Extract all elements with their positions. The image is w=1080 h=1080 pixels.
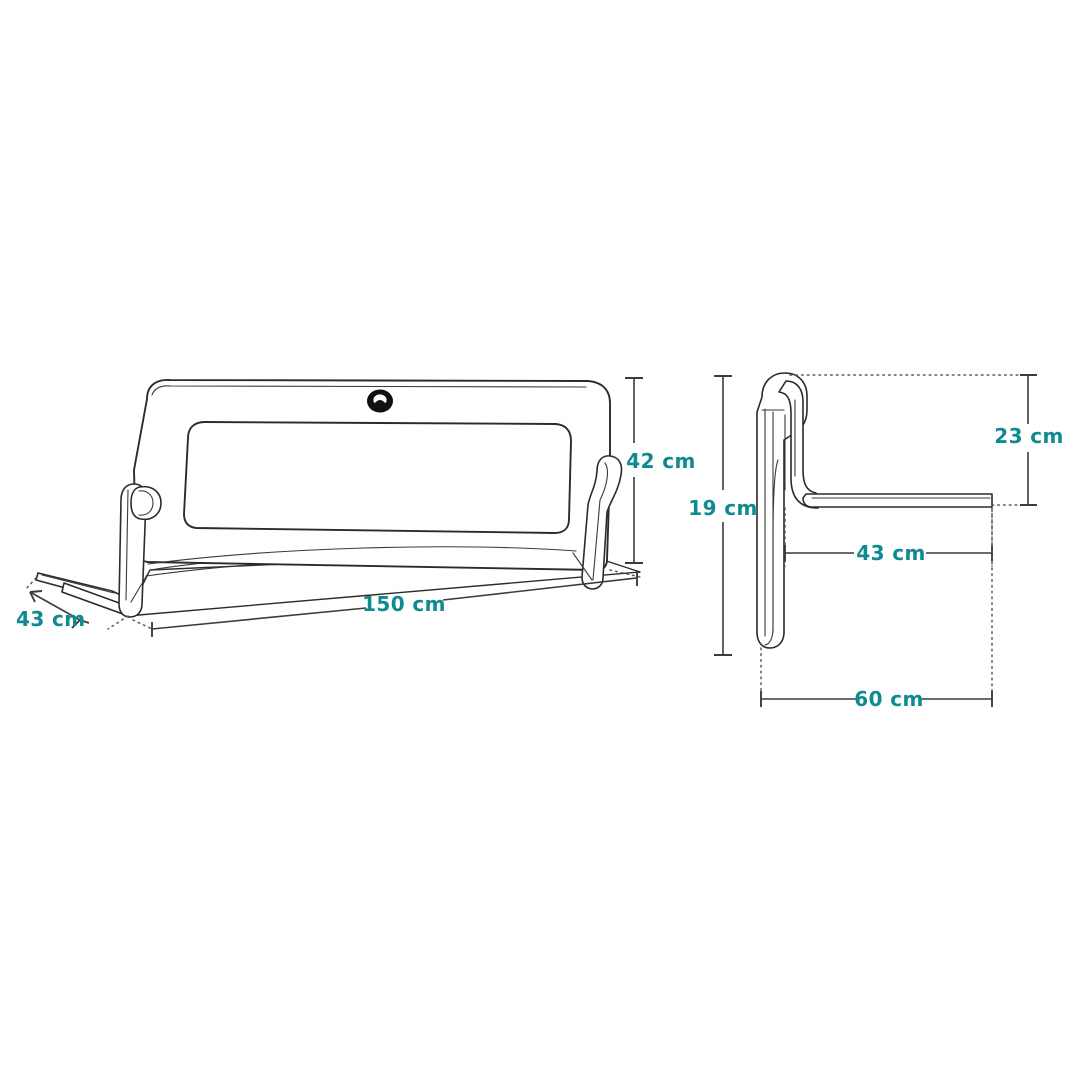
dimension-side-total-depth: 60 cm (760, 509, 993, 711)
side-profile-view: 19 cm 23 cm 43 cm (688, 372, 1064, 711)
grommet-hole (367, 389, 393, 413)
front-perspective-view: 42 cm 150 cm 43 cm (16, 377, 696, 637)
dimension-side-hook-drop: 23 cm (789, 374, 1064, 506)
dimension-label-side-hook-drop: 23 cm (994, 424, 1064, 448)
dimension-label-front-length: 150 cm (362, 592, 446, 616)
dimension-side-arm-reach: 43 cm (784, 507, 993, 567)
dimension-front-depth: 43 cm (16, 577, 129, 631)
mesh-panel (183, 421, 572, 534)
dimension-front-length: 150 cm (132, 569, 641, 637)
left-support-leg (118, 483, 162, 618)
dimension-label-side-total-depth: 60 cm (854, 687, 924, 711)
dimension-label-side-arm-reach: 43 cm (856, 541, 926, 565)
dimension-front-height: 42 cm (625, 377, 696, 564)
rail-base-brace (147, 546, 577, 565)
hook-arm (778, 380, 819, 509)
right-support-leg (581, 455, 623, 590)
dimension-label-front-depth: 43 cm (16, 607, 86, 631)
leg-base-joint-right (572, 552, 593, 581)
horizontal-bar (802, 493, 993, 508)
dimension-side-panel-height: 19 cm (688, 375, 758, 656)
dimension-label-front-height: 42 cm (626, 449, 696, 473)
dimension-label-side-panel-height: 19 cm (688, 496, 758, 520)
leg-base-joint-left (130, 569, 151, 603)
